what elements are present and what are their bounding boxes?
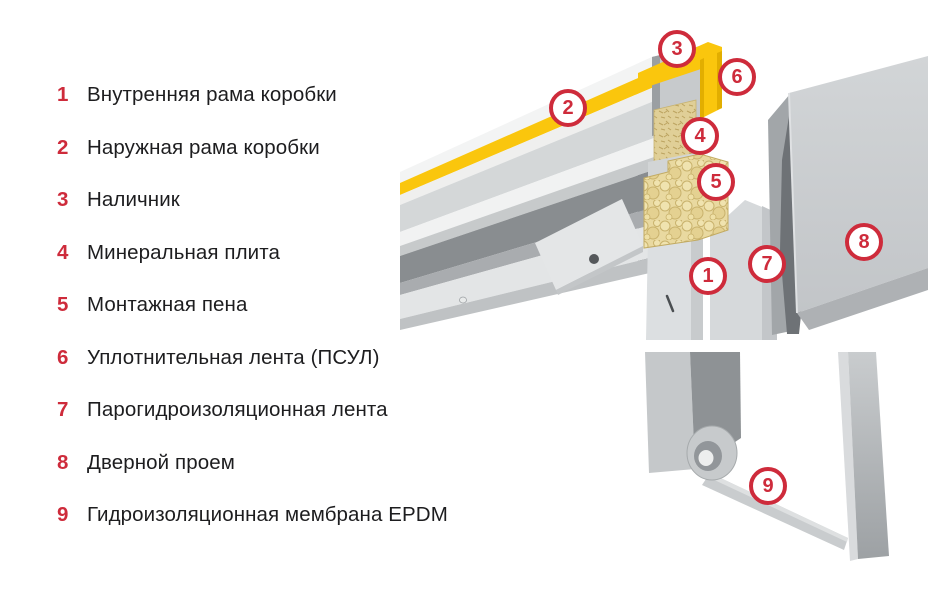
legend-label: Уплотнительная лента (ПСУЛ) [87,345,380,369]
legend-number: 6 [57,345,69,369]
legend-item-3: 3 Наличник [57,189,537,211]
threshold-membrane-illustration [645,352,889,561]
legend-number: 3 [57,188,69,211]
legend-number: 8 [57,450,69,474]
legend-number: 1 [57,83,69,106]
legend-number: 9 [57,503,69,526]
legend-number: 2 [57,135,69,159]
legend-label: Дверной проем [87,450,235,474]
frame-corner-illustration [400,42,928,340]
legend-item-6: 6 Уплотнительная лента (ПСУЛ) [57,345,537,369]
legend-number: 5 [57,293,69,316]
legend-label: Парогидроизоляционная лента [87,398,388,421]
legend-label: Монтажная пена [87,293,248,316]
legend-item-5: 5 Монтажная пена [57,294,537,316]
marker-1: 1 [689,257,727,295]
legend-item-4: 4 Минеральная плита [57,240,537,264]
legend-item-7: 7 Парогидроизоляционная лента [57,399,537,421]
legend-number: 7 [57,398,69,421]
marker-2: 2 [549,89,587,127]
marker-9: 9 [749,467,787,505]
legend-label: Наличник [87,188,180,211]
marker-4: 4 [681,117,719,155]
marker-6: 6 [718,58,756,96]
legend-label: Внутренняя рама коробки [87,83,337,106]
legend-item-8: 8 Дверной проем [57,450,537,474]
legend-label: Гидроизоляционная мембрана EPDM [87,503,448,526]
marker-7: 7 [748,245,786,283]
legend: 1 Внутренняя рама коробки 2 Наружная рам… [57,84,537,557]
marker-3: 3 [658,30,696,68]
marker-5: 5 [697,163,735,201]
marker-8: 8 [845,223,883,261]
legend-number: 4 [57,240,69,264]
legend-item-9: 9 Гидроизоляционная мембрана EPDM [57,504,537,526]
legend-item-1: 1 Внутренняя рама коробки [57,84,537,106]
legend-label: Наружная рама коробки [87,135,320,159]
legend-item-2: 2 Наружная рама коробки [57,135,537,159]
legend-label: Минеральная плита [87,240,280,264]
